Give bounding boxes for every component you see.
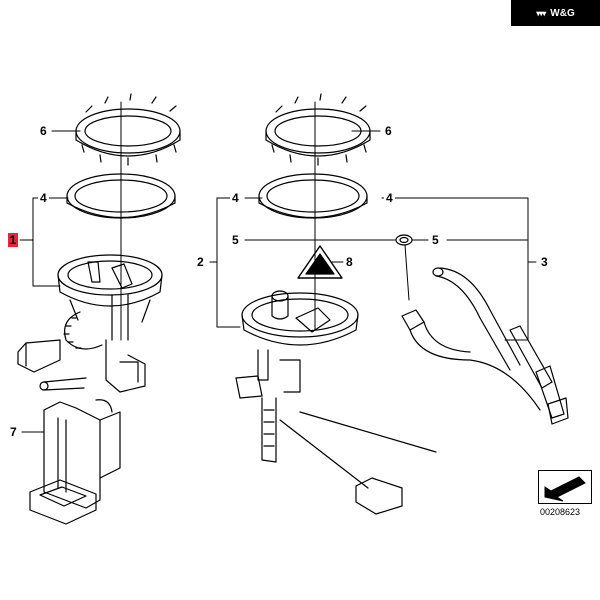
lock-ring-left bbox=[75, 93, 181, 166]
callout-5-right: 5 bbox=[430, 233, 441, 247]
callout-8: 8 bbox=[344, 255, 355, 269]
callout-6-right: 6 bbox=[383, 124, 394, 138]
pump-housing-7 bbox=[29, 399, 121, 525]
fuel-level-sensor-2 bbox=[235, 290, 437, 515]
callout-7: 7 bbox=[8, 425, 19, 439]
lock-ring-right bbox=[265, 93, 371, 166]
brand-text: W&G bbox=[550, 7, 575, 19]
gasket-ring-right bbox=[258, 173, 368, 219]
callout-4-mid: 4 bbox=[230, 191, 241, 205]
fuel-line-3 bbox=[401, 267, 569, 425]
callout-4-right: 4 bbox=[384, 191, 395, 205]
reference-box bbox=[538, 470, 592, 504]
gasket-ring-left bbox=[66, 173, 176, 219]
leader-lines bbox=[19, 101, 537, 433]
callout-3: 3 bbox=[539, 255, 550, 269]
fuel-pump-module-left bbox=[17, 254, 163, 393]
seal-ring-small bbox=[395, 234, 413, 246]
warning-label-8 bbox=[297, 245, 343, 279]
wg-logo-icon: ▾▾▾ bbox=[536, 8, 546, 18]
callout-5-mid: 5 bbox=[230, 233, 241, 247]
brand-badge: ▾▾▾ W&G bbox=[511, 0, 600, 26]
callout-1: 1 bbox=[8, 233, 18, 247]
callout-4-left: 4 bbox=[38, 191, 49, 205]
arrow-left-down-icon bbox=[544, 476, 586, 502]
callout-6-left: 6 bbox=[38, 124, 49, 138]
reference-number: 00208623 bbox=[540, 507, 581, 517]
callout-2: 2 bbox=[195, 255, 206, 269]
